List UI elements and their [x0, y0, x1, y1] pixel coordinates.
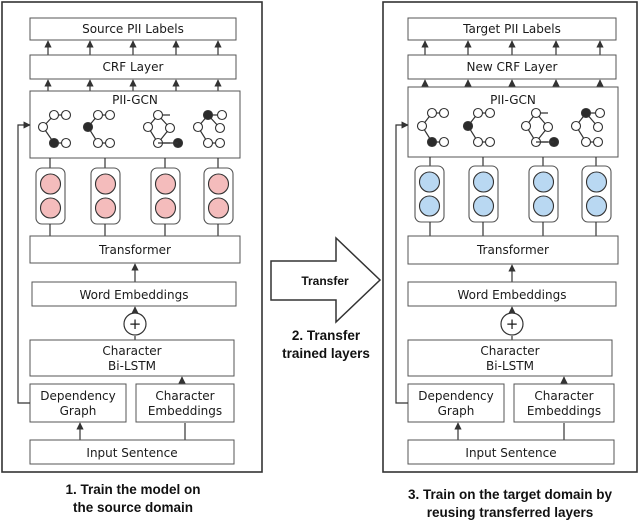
source-char-bilstm-line2: Bi-LSTM [108, 359, 156, 373]
source-graph-glyph-4 [192, 109, 228, 149]
target-char-embeddings-line1: Character [534, 389, 593, 403]
target-transformer-box [407, 235, 619, 265]
source-crf-layer-box [29, 54, 237, 80]
target-plus-symbol: + [506, 315, 519, 333]
source-dependency-to-gcn-arrow [17, 121, 31, 404]
target-graph-glyph-1 [416, 107, 450, 148]
source-pii-gcn-text: PII-GCN [112, 93, 158, 107]
source-char-bilstm-box [29, 339, 235, 377]
transfer-arrow [270, 236, 382, 324]
transformer-to-units-lines [49, 224, 219, 236]
target-char-bilstm-line1: Character [480, 344, 539, 358]
target-gcn-to-crf-arrows [421, 79, 604, 87]
target-hidden-unit-4 [581, 165, 612, 223]
target-graph-glyph-2 [462, 107, 496, 148]
target-crf-layer-box [407, 54, 617, 80]
crf-to-labels-arrows [44, 40, 222, 55]
target-transformer-text: Transformer [476, 243, 549, 257]
target-caption-line1: 3. Train on the target domain by [408, 487, 613, 502]
target-pii-labels-box [407, 17, 617, 41]
target-word-embeddings-text: Word Embeddings [458, 288, 567, 302]
source-transformer-box [29, 235, 241, 264]
source-word-embeddings-box [31, 281, 237, 307]
target-dependency-graph-line1: Dependency [418, 389, 494, 403]
transfer-caption-line2: trained layers [282, 346, 370, 361]
source-hidden-unit-2 [90, 167, 121, 225]
source-hidden-unit-1 [35, 167, 66, 225]
source-crf-layer-text: CRF Layer [103, 60, 164, 74]
units-to-gcn-lines [49, 158, 219, 168]
target-input-sentence-text: Input Sentence [465, 446, 556, 460]
target-dependency-graph-line2: Graph [438, 404, 475, 418]
target-pii-gcn-text: PII-GCN [490, 93, 536, 107]
transfer-section: Transfer 2. Transfer trained layers [270, 236, 382, 361]
target-word-embeddings-box [407, 281, 617, 307]
source-hidden-unit-4 [203, 167, 234, 225]
target-graph-glyph-3 [520, 107, 560, 148]
source-graph-glyph-2 [82, 109, 116, 149]
source-caption-line1: 1. Train the model on [65, 482, 200, 497]
target-input-sentence-box [407, 439, 615, 465]
target-pii-labels-text: Target PII Labels [462, 22, 561, 36]
transfer-caption-line1: 2. Transfer [292, 328, 361, 343]
source-plus-circle [123, 312, 147, 336]
source-graph-glyph-3 [142, 109, 184, 149]
source-graph-glyph-1 [37, 109, 72, 149]
source-hidden-unit-3 [150, 167, 181, 225]
source-input-sentence-text: Input Sentence [86, 446, 177, 460]
source-input-sentence-box [29, 439, 235, 465]
source-char-embeddings-line2: Embeddings [148, 404, 222, 418]
target-crf-layer-text: New CRF Layer [467, 60, 558, 74]
target-plus-circle [500, 312, 524, 336]
target-crf-to-labels-arrows [421, 40, 604, 55]
target-dependency-to-gcn-arrow [395, 121, 409, 404]
source-char-bilstm-line1: Character [102, 344, 161, 358]
source-dependency-graph-line2: Graph [60, 404, 97, 418]
source-pii-labels-text: Source PII Labels [82, 22, 184, 36]
source-char-embeddings-line1: Character [155, 389, 214, 403]
target-char-bilstm-box [407, 339, 613, 377]
transfer-arrow-label: Transfer [301, 274, 349, 288]
target-hidden-unit-1 [414, 165, 445, 223]
source-char-embeddings-box [135, 383, 235, 423]
target-dependency-graph-box [407, 383, 505, 423]
source-dependency-graph-line1: Dependency [40, 389, 116, 403]
source-dependency-graph-box [29, 383, 127, 423]
source-pii-labels-box [29, 17, 237, 41]
source-caption-line2: the source domain [73, 500, 193, 515]
source-word-embeddings-text: Word Embeddings [80, 288, 189, 302]
gcn-to-crf-arrows [44, 79, 222, 91]
target-hidden-unit-3 [528, 165, 559, 223]
target-char-embeddings-line2: Embeddings [527, 404, 601, 418]
target-units-to-gcn-lines [429, 157, 597, 166]
target-char-bilstm-line2: Bi-LSTM [486, 359, 534, 373]
source-transformer-text: Transformer [98, 243, 171, 257]
target-char-embeddings-box [513, 383, 615, 423]
source-model-panel: Source PII Labels CRF Layer PII-GCN [1, 1, 263, 473]
target-transformer-to-units-lines [429, 222, 597, 236]
target-model-panel: Target PII Labels New CRF Layer PII-GCN [382, 1, 638, 473]
source-plus-symbol: + [129, 315, 142, 333]
target-hidden-unit-2 [468, 165, 499, 223]
target-caption-line2: reusing transferred layers [427, 505, 594, 520]
target-graph-glyph-4 [570, 107, 606, 148]
